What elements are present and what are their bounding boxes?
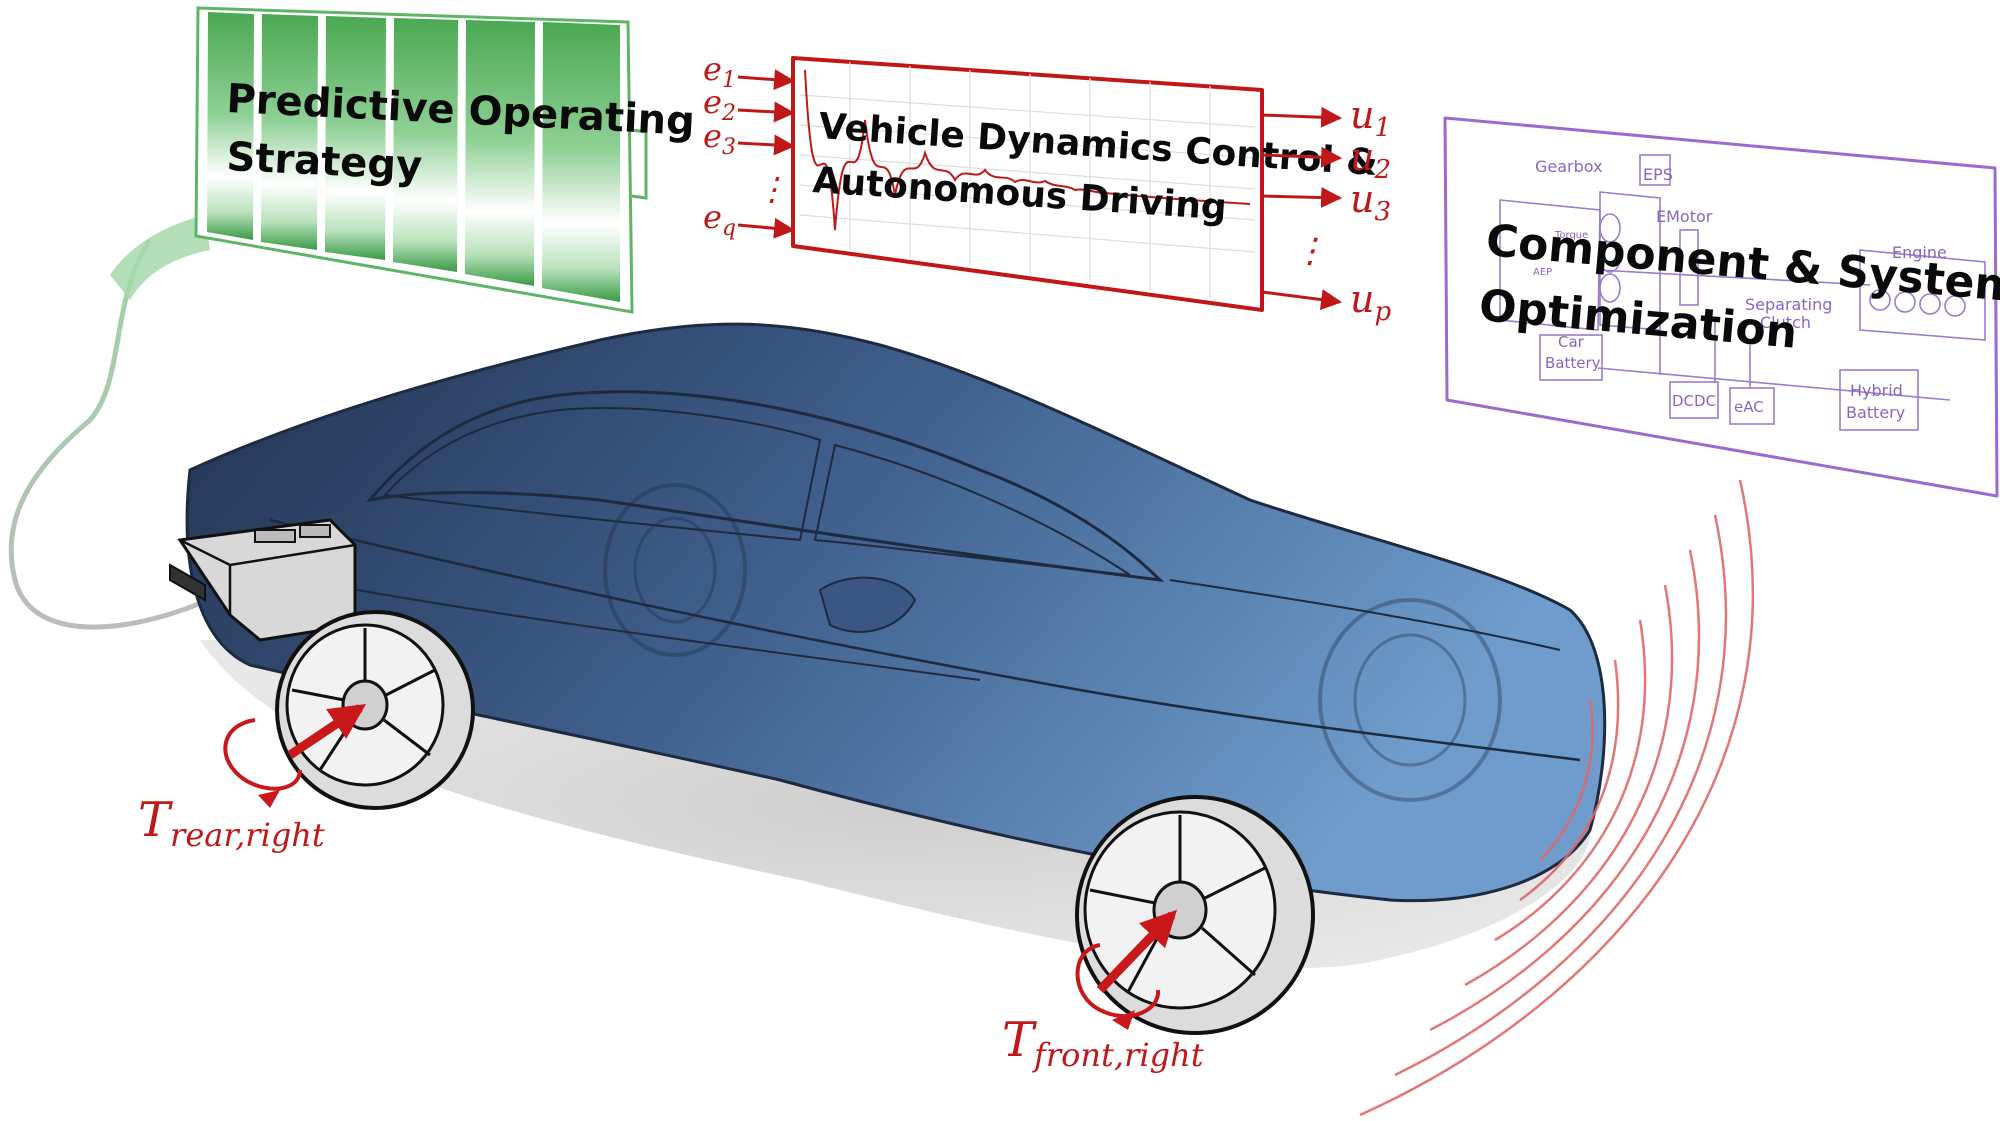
svg-text:AEP: AEP (1533, 267, 1552, 278)
svg-text:u3: u3 (1350, 177, 1391, 227)
svg-text:EMotor: EMotor (1656, 207, 1713, 226)
output-ellipsis: ⋮ (1293, 231, 1327, 271)
front-torque-label: Tfront,right (1002, 1012, 1204, 1074)
svg-text:Car: Car (1558, 333, 1585, 351)
car-battery-icon (169, 518, 357, 642)
sensor-waves-icon (1359, 479, 1755, 1117)
front-wheel (1075, 795, 1315, 1035)
oscillation-signal (804, 69, 1251, 231)
svg-text:Clutch: Clutch (1760, 313, 1811, 332)
svg-text:EPS: EPS (1643, 165, 1673, 184)
svg-text:Hybrid: Hybrid (1850, 381, 1903, 400)
svg-text:Gearbox: Gearbox (1535, 157, 1603, 176)
strategy-title-line2: Strategy (226, 134, 424, 190)
svg-text:u2: u2 (1350, 135, 1391, 185)
svg-text:Battery: Battery (1846, 403, 1905, 422)
svg-text:DCDC: DCDC (1672, 392, 1716, 410)
svg-text:u1: u1 (1350, 93, 1391, 143)
output-signals: u1 u2 u3 ⋮ up (1261, 93, 1391, 327)
svg-text:e1: e1 (703, 50, 736, 93)
input-signals: e1 e2 e3 ⋮ eq (703, 50, 796, 241)
svg-text:Separating: Separating (1745, 295, 1832, 314)
svg-text:up: up (1350, 277, 1391, 327)
front-torque-arrow (1075, 909, 1177, 1030)
charging-plug-icon (110, 215, 210, 300)
svg-text:eq: eq (703, 198, 736, 241)
input-ellipsis: ⋮ (756, 170, 788, 208)
svg-text:Battery: Battery (1545, 354, 1601, 372)
charging-cable (8, 238, 222, 630)
rear-wheel (275, 610, 475, 810)
svg-text:e3: e3 (703, 117, 736, 160)
rear-torque-label: Trear,right (138, 792, 325, 854)
optimization-panel: Gearbox EPS EMotor Engine Torque AEP Sep… (1443, 116, 2000, 498)
dynamics-panel: Vehicle Dynamics Control & Autonomous Dr… (791, 56, 1379, 312)
svg-text:e2: e2 (703, 83, 736, 126)
rear-torque-arrow (223, 703, 366, 808)
strategy-panel: Predictive Operating Strategy (194, 6, 696, 314)
svg-text:Torque: Torque (1554, 230, 1588, 241)
svg-text:Engine: Engine (1892, 243, 1947, 262)
svg-text:eAC: eAC (1734, 398, 1764, 416)
car-body (185, 322, 1607, 903)
